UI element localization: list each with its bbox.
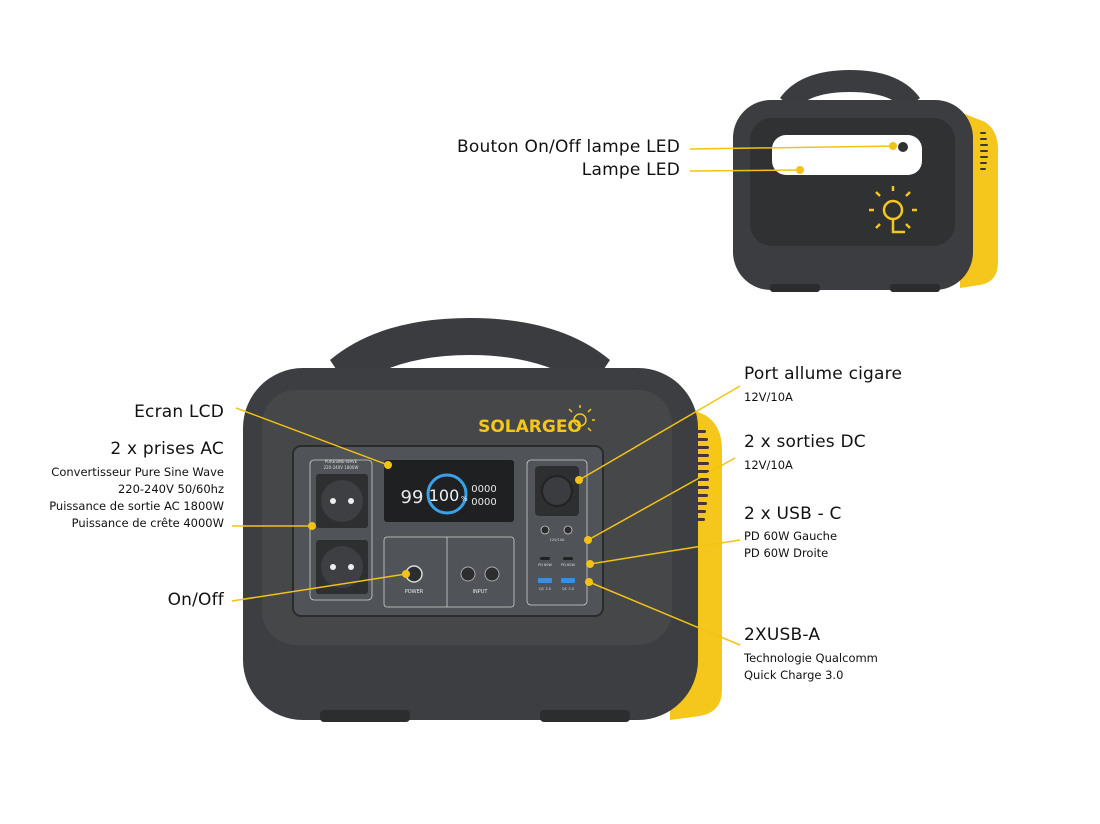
rear-foot	[890, 284, 940, 292]
socket-label-2: 220-240V 1800W	[324, 465, 359, 470]
dc-port-label: 12V/10A	[550, 538, 565, 542]
front-handle	[330, 318, 610, 390]
ac-socket-2-pin	[348, 564, 354, 570]
front-leader-dots	[308, 461, 594, 586]
usba-port-2	[561, 578, 575, 583]
front-leader-lines	[231, 385, 741, 646]
lcd-right-bottom: 0000	[471, 497, 496, 508]
led-lamp-window	[772, 135, 922, 175]
brand-logo: SOLARGEO	[478, 417, 582, 437]
usbc-label-2: PD 60W	[561, 563, 575, 567]
dc-port-2	[563, 525, 573, 535]
usba-line: Technologie Qualcomm	[744, 651, 878, 665]
cigar-port	[541, 475, 573, 507]
usba-line: Quick Charge 3.0	[744, 668, 844, 682]
usbc-port-1	[540, 557, 550, 560]
rear-foot	[770, 284, 820, 292]
ac-line: Puissance de crête 4000W	[71, 516, 224, 530]
rear-handle	[780, 70, 920, 110]
rear-vent-slots	[980, 132, 988, 170]
input-port-2	[484, 566, 500, 582]
input-label: INPUT	[473, 589, 489, 595]
callout-usbc-lines: PD 60W Gauche PD 60W Droite	[744, 528, 837, 562]
power-input-frame	[383, 536, 515, 608]
led-button	[898, 142, 908, 152]
socket-label-1: PURESINE-WAVE	[325, 459, 358, 464]
usba-label-1: QC 3.0	[539, 587, 551, 591]
ac-line: 220-240V 50/60hz	[117, 482, 224, 496]
callout-cigar-title: Port allume cigare	[744, 364, 903, 384]
ac-socket-frame	[309, 459, 373, 601]
usba-label-2: QC 3.0	[562, 587, 574, 591]
lcd-battery-unit: %	[461, 495, 468, 503]
lcd-battery-value: 100	[429, 486, 460, 505]
lcd-right-top: 0000	[471, 484, 496, 495]
power-label: POWER	[405, 589, 424, 595]
callout-led-button: Bouton On/Off lampe LED	[457, 137, 680, 157]
callout-led-lamp: Lampe LED	[581, 160, 680, 180]
callout-ac-title: 2 x prises AC	[110, 439, 224, 459]
usbc-line: PD 60W Gauche	[744, 529, 838, 543]
lcd-screen	[384, 460, 514, 522]
dc-port-frame	[526, 459, 588, 606]
leader-dot	[796, 166, 804, 174]
usbc-line: PD 60W Droite	[744, 546, 829, 560]
callout-usbc-title: 2 x USB - C	[744, 504, 842, 524]
callout-dc-sub: 12V/10A	[744, 458, 793, 472]
callout-lcd: Ecran LCD	[134, 402, 224, 422]
front-foot	[540, 710, 630, 722]
rear-view-device	[733, 70, 998, 292]
callout-onoff: On/Off	[167, 590, 224, 610]
usbc-port-2	[563, 557, 573, 560]
ac-line: Puissance de sortie AC 1800W	[49, 499, 224, 513]
leader-dot	[889, 142, 897, 150]
callout-usba-lines: Technologie Qualcomm Quick Charge 3.0	[744, 650, 878, 684]
ac-socket-1-pin	[330, 498, 336, 504]
input-port-1	[460, 566, 476, 582]
callout-cigar-sub: 12V/10A	[744, 390, 793, 404]
ac-line: Convertisseur Pure Sine Wave	[51, 465, 224, 479]
front-vent-slots	[697, 430, 709, 521]
callout-dc-title: 2 x sorties DC	[744, 432, 866, 452]
usba-port-1	[538, 578, 552, 583]
lcd-battery-ring	[426, 473, 468, 515]
ac-socket-2-pin	[330, 564, 336, 570]
ac-socket-2-face	[321, 546, 363, 588]
dc-port-1	[540, 525, 550, 535]
ac-socket-1-face	[321, 480, 363, 522]
sun-logo-icon	[869, 186, 917, 234]
front-view-device: PURESINE-WAVE 220-240V 1800W 99 100 % 00…	[243, 318, 722, 722]
lcd-left-value: 99	[401, 487, 424, 508]
ac-socket-1-pin	[348, 498, 354, 504]
callout-ac-lines: Convertisseur Pure Sine Wave 220-240V 50…	[49, 464, 224, 532]
usbc-label-1: PD 60W	[538, 563, 552, 567]
callout-usba-title: 2XUSB-A	[744, 625, 821, 645]
front-foot	[320, 710, 410, 722]
rear-leader-lines	[689, 145, 896, 172]
brand-sun-icon	[568, 405, 595, 432]
